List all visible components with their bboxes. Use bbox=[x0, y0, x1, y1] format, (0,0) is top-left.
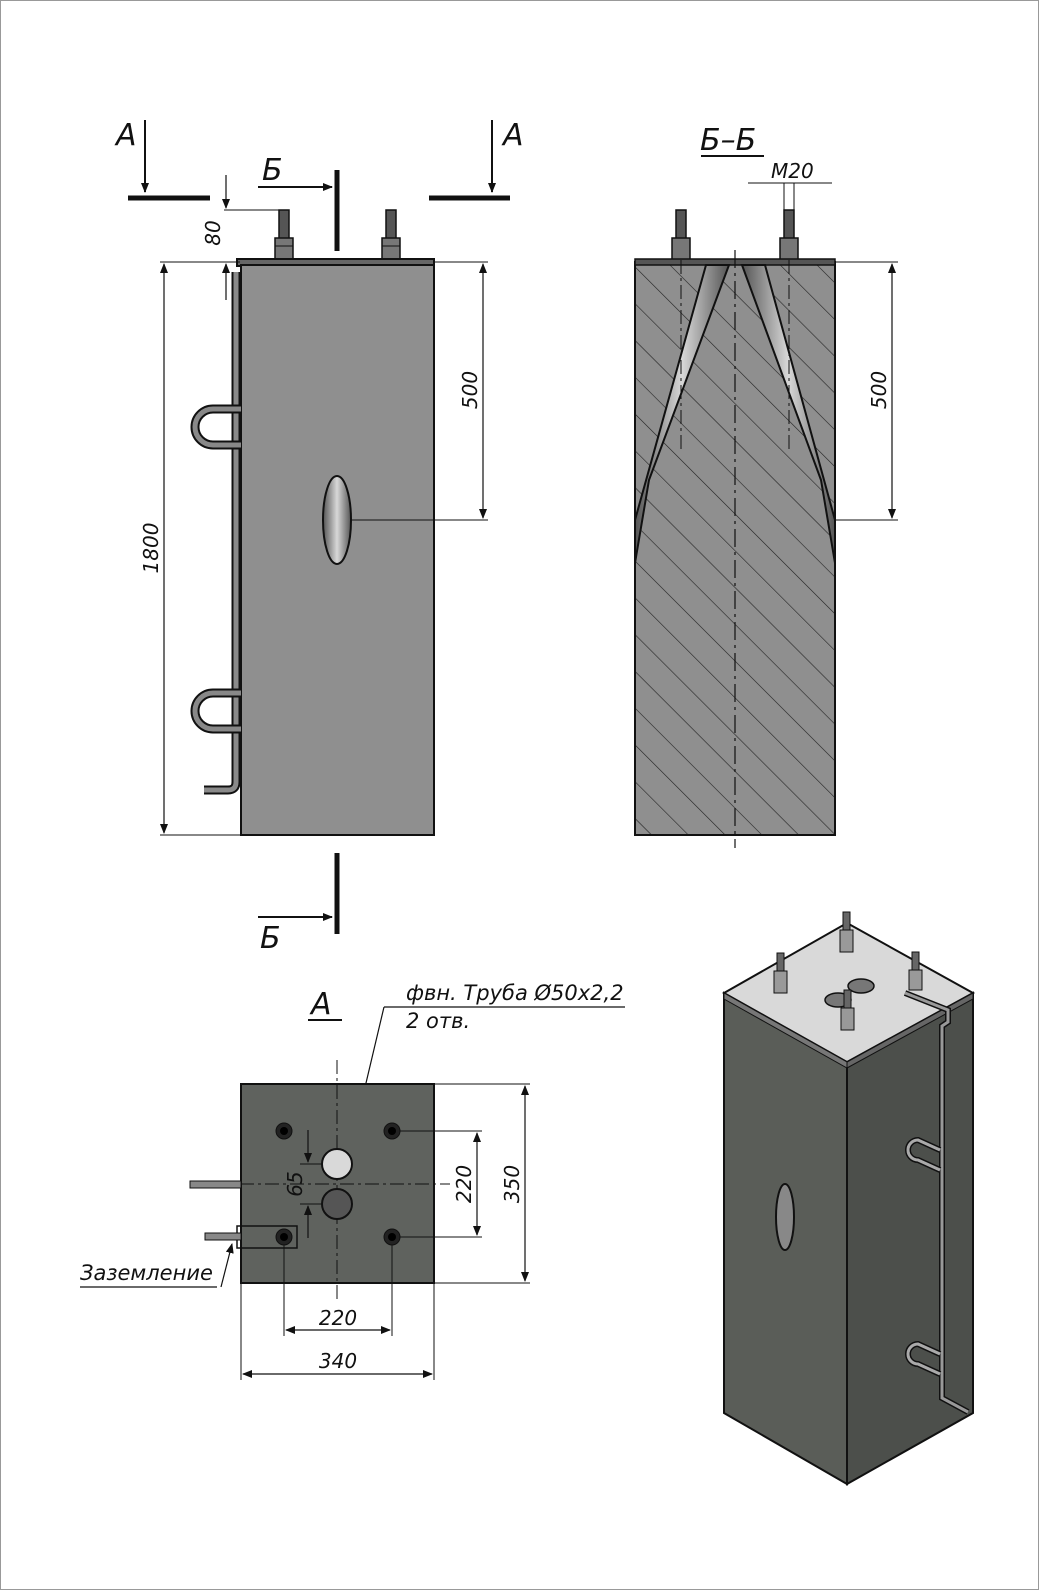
section-marker-a-right: А bbox=[429, 118, 524, 201]
anchor-bolt bbox=[381, 209, 401, 261]
isometric-view bbox=[721, 911, 976, 1486]
section-a-left-label: А bbox=[114, 118, 137, 153]
bolt-hole bbox=[383, 1228, 401, 1246]
view-a-title: А bbox=[309, 987, 332, 1022]
dim-bolt-spacing-v: 220 bbox=[452, 1165, 476, 1203]
section-b-top-label: Б bbox=[262, 153, 283, 188]
dim-bolt-spacing-h: 220 bbox=[319, 1306, 357, 1330]
bolt-hole bbox=[383, 1122, 401, 1140]
dim-thread: М20 bbox=[771, 159, 814, 183]
dim-width-v: 350 bbox=[500, 1165, 524, 1203]
dim-pipe-depth-front: 500 bbox=[458, 371, 482, 409]
pipe-hole bbox=[321, 1188, 353, 1220]
section-bb-title: Б–Б bbox=[700, 123, 756, 158]
dim-pipe-spacing: 65 bbox=[283, 1171, 307, 1196]
section-marker-b-bottom: Б bbox=[258, 853, 340, 956]
section-a-right-label: А bbox=[501, 118, 524, 153]
bolt-hole bbox=[275, 1122, 293, 1140]
iso-bolt bbox=[773, 952, 788, 994]
pipe-note-line1: фвн. Труба Ø50х2,2 bbox=[406, 981, 624, 1005]
iso-bolt bbox=[908, 951, 923, 991]
grounding-label: Заземление bbox=[80, 1261, 213, 1285]
dim-width-h: 340 bbox=[319, 1349, 357, 1373]
front-view: 1800 80 500 bbox=[139, 175, 488, 836]
pipe-opening bbox=[322, 475, 352, 565]
iso-bolt bbox=[840, 989, 855, 1031]
iso-bolt bbox=[839, 911, 854, 953]
pipe-hole bbox=[321, 1148, 353, 1180]
pipe-note-line2: 2 отв. bbox=[406, 1009, 470, 1033]
inclined-pipe bbox=[740, 264, 836, 564]
dim-height: 1800 bbox=[139, 523, 163, 574]
anchor-bolt bbox=[274, 209, 294, 261]
dim-bolt-projection: 80 bbox=[201, 220, 225, 245]
section-marker-b-top: Б bbox=[258, 153, 340, 251]
section-bb-view: Б–Б М20 500 bbox=[634, 123, 898, 848]
plan-view-a: А фвн. Труба Ø50х2,2 2 отв. Заземление bbox=[80, 981, 625, 1380]
inclined-pipe bbox=[634, 264, 731, 564]
iso-pipe-opening bbox=[775, 1183, 795, 1251]
section-marker-a-left: А bbox=[114, 118, 210, 201]
section-b-bottom-label: Б bbox=[260, 921, 281, 956]
dim-pipe-depth-section: 500 bbox=[867, 371, 891, 409]
iso-face-right bbox=[846, 991, 974, 1486]
bolt-hole bbox=[275, 1228, 293, 1246]
grounding-rod bbox=[204, 272, 241, 795]
